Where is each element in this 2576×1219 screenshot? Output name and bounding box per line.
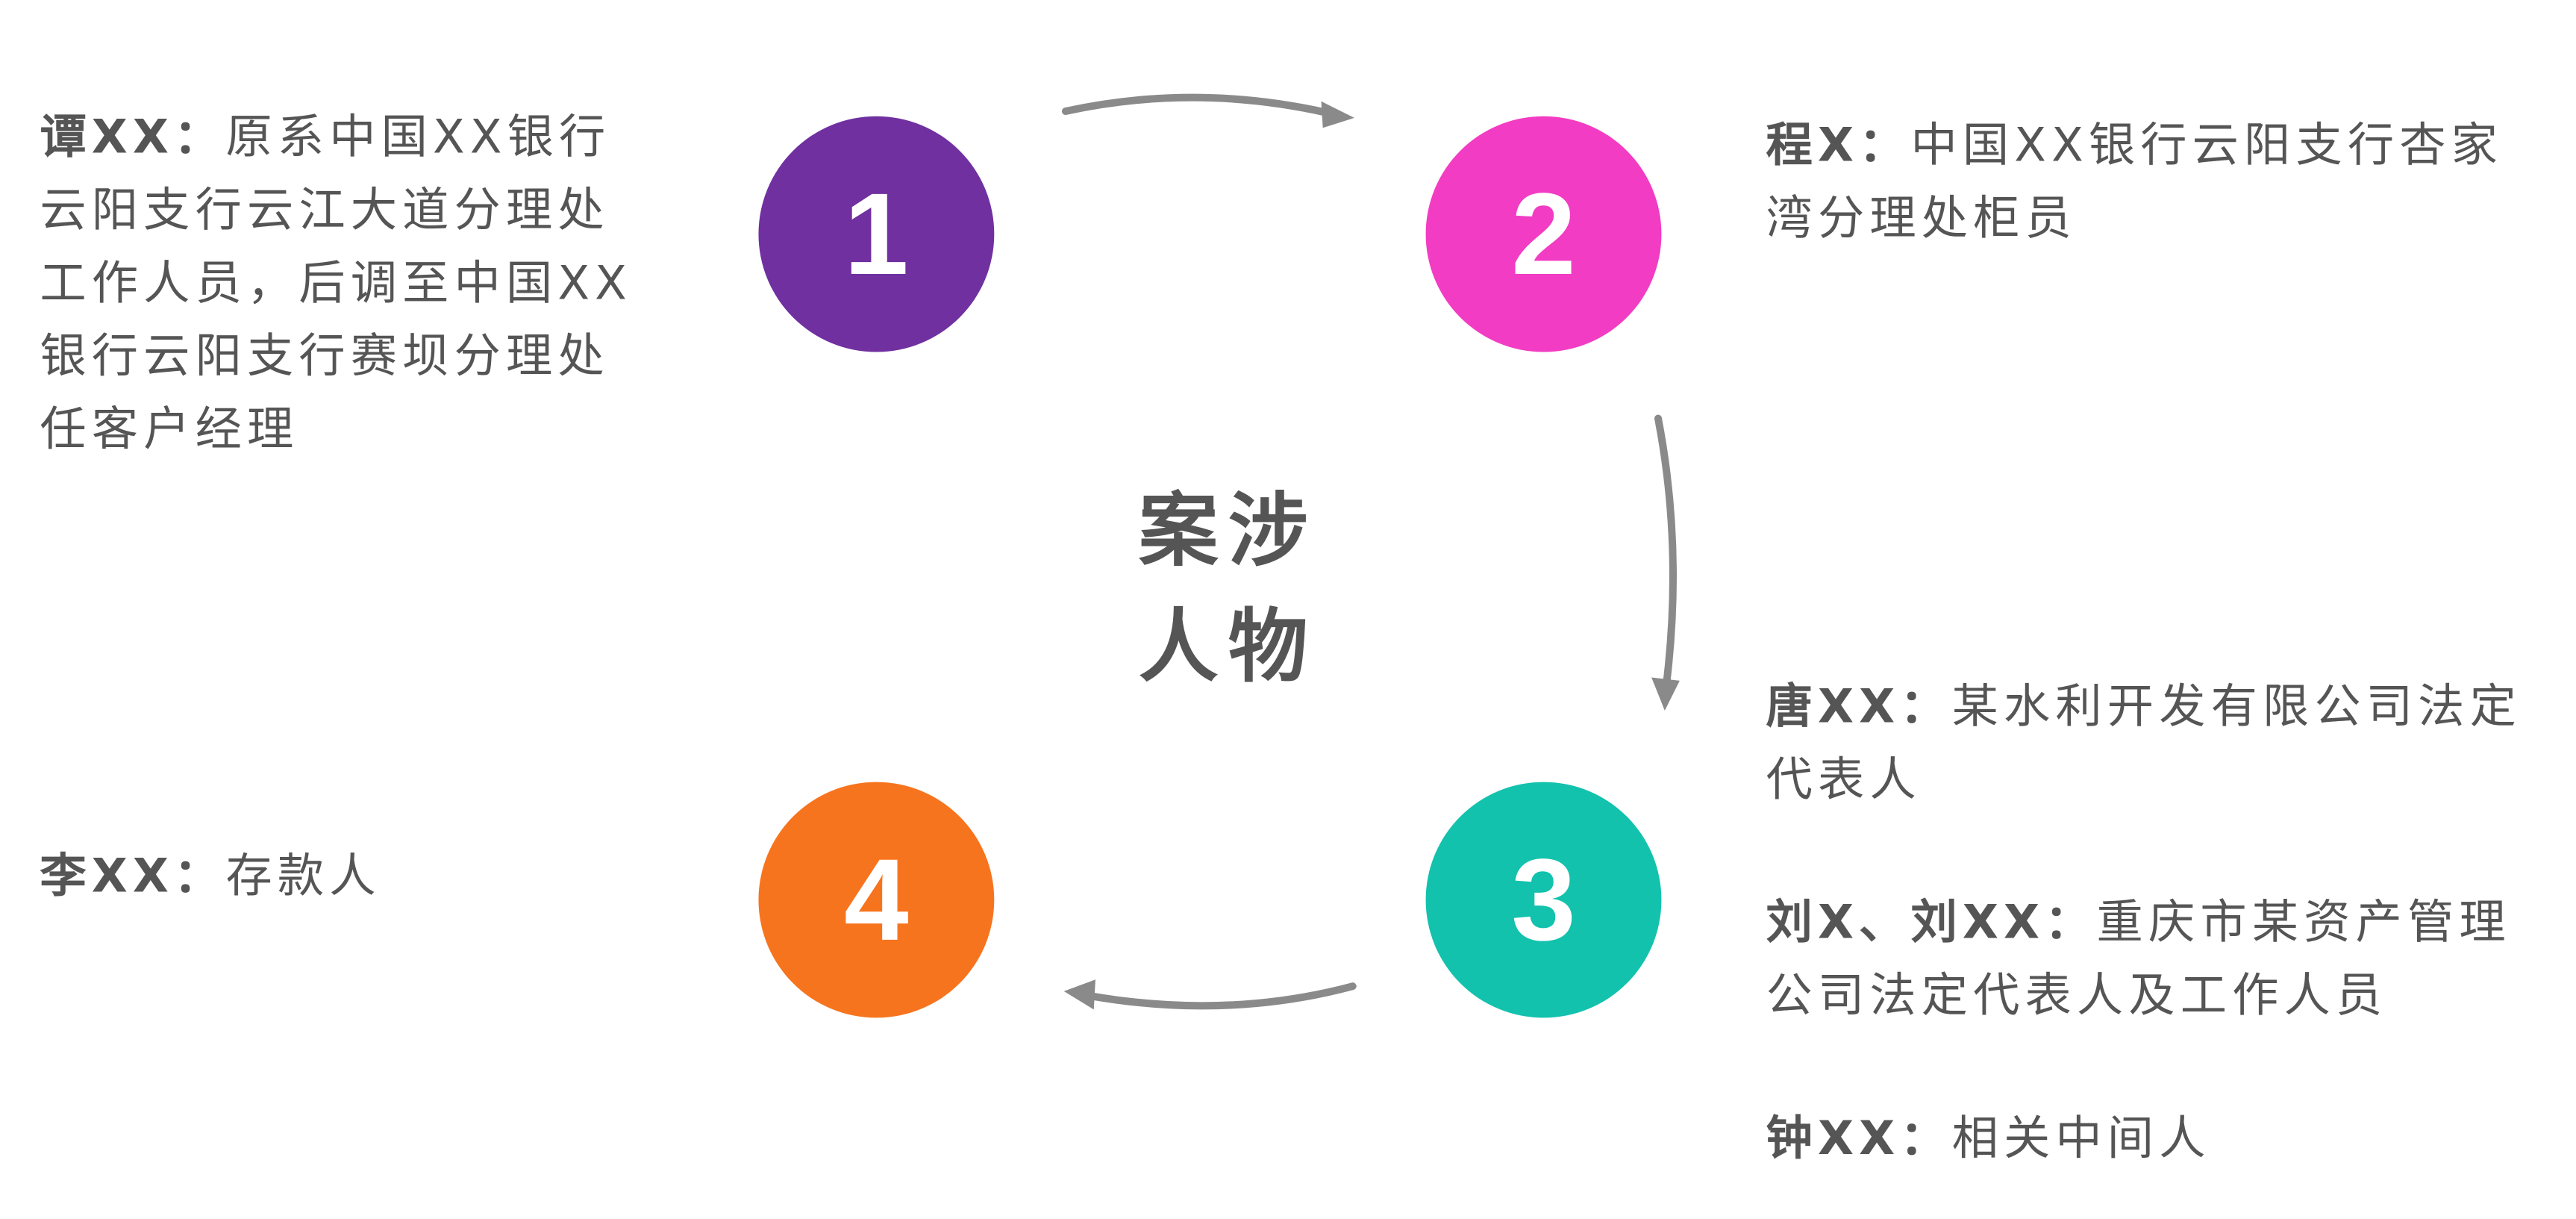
person-name: 唐XX： bbox=[1766, 679, 1952, 735]
center-title-line-2: 人物 bbox=[1138, 601, 1319, 694]
center-title-line-1: 案涉 bbox=[1138, 484, 1319, 579]
node-3-circle: 3 bbox=[1425, 782, 1662, 1018]
person-role: 相关中间人 bbox=[1951, 1110, 2211, 1166]
node-3-description-1: 唐XX：某水利开发有限公司法定代表人 bbox=[1766, 671, 2546, 817]
node-4-circle: 4 bbox=[758, 782, 995, 1018]
person-name: 谭XX： bbox=[40, 109, 226, 165]
person-role: 存款人 bbox=[225, 848, 381, 903]
node-2-circle: 2 bbox=[1425, 116, 1662, 352]
person-role: 重庆市某资产管理公司法定代表人及工作人员 bbox=[1766, 894, 2511, 1023]
person-name: 李XX： bbox=[40, 848, 226, 903]
person-name: 刘X、刘XX： bbox=[1766, 894, 2097, 950]
node-1-circle: 1 bbox=[758, 116, 995, 352]
person-role: 原系中国XX银行云阳支行云江大道分理处工作人员，后调至中国XX银行云阳支行赛坝分… bbox=[40, 109, 632, 457]
node-4-description: 李XX：存款人 bbox=[40, 840, 657, 913]
person-role: 中国XX银行云阳支行杏家湾分理处柜员 bbox=[1766, 117, 2504, 246]
node-2-description: 程X：中国XX银行云阳支行杏家湾分理处柜员 bbox=[1766, 110, 2546, 256]
node-1-description: 谭XX：原系中国XX银行云阳支行云江大道分理处工作人员，后调至中国XX银行云阳支… bbox=[40, 102, 657, 467]
arrow-1-to-2 bbox=[1061, 93, 1354, 128]
arrow-2-to-3 bbox=[1651, 414, 1680, 711]
node-3-description-3: 钟XX：相关中间人 bbox=[1766, 1103, 2546, 1176]
node-3-description-2: 刘X、刘XX：重庆市某资产管理公司法定代表人及工作人员 bbox=[1766, 887, 2546, 1033]
person-name: 钟XX： bbox=[1766, 1110, 1952, 1166]
node-2-number: 2 bbox=[1511, 169, 1576, 299]
person-role: 某水利开发有限公司法定代表人 bbox=[1766, 679, 2522, 807]
node-1-number: 1 bbox=[844, 169, 909, 299]
arrow-3-to-4 bbox=[1063, 979, 1357, 1010]
center-title: 案涉 人物 bbox=[1087, 473, 1369, 705]
node-4-number: 4 bbox=[844, 835, 909, 965]
person-name: 程X： bbox=[1766, 117, 1911, 173]
node-3-number: 3 bbox=[1511, 835, 1576, 965]
